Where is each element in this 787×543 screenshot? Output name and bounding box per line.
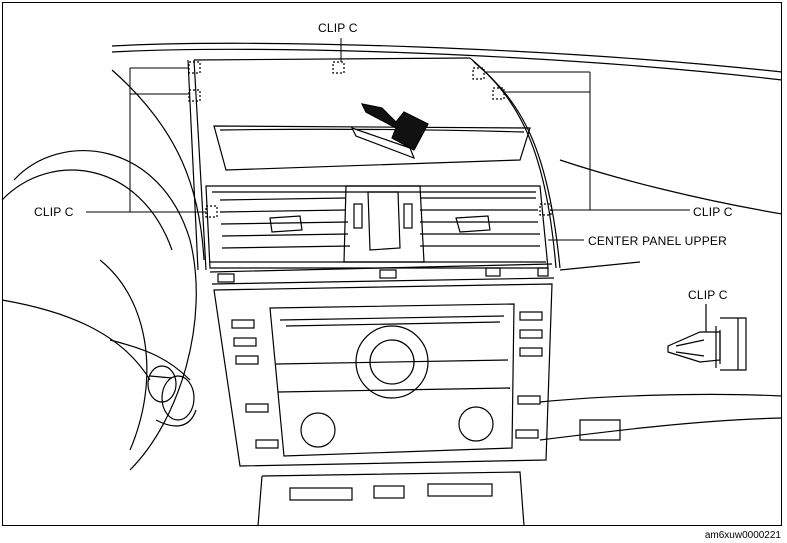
dashboard-outline xyxy=(111,42,783,441)
knob-left xyxy=(147,365,197,427)
audio-unit xyxy=(213,283,553,467)
clip-c-top-label: CLIP C xyxy=(318,21,358,35)
trim-strip xyxy=(209,263,555,285)
center-panel-upper-label: CENTER PANEL UPPER xyxy=(588,234,727,248)
figure-code: am6xuw0000221 xyxy=(704,530,781,541)
figure-frame xyxy=(2,2,782,526)
bottom-switch-panel xyxy=(257,471,525,527)
clip-markers xyxy=(188,61,552,218)
clip-detail xyxy=(667,304,747,371)
steering-wheel xyxy=(1,150,197,471)
clip-c-detail-label: CLIP C xyxy=(688,288,728,302)
removal-arrow xyxy=(350,103,429,160)
clip-c-left-label: CLIP C xyxy=(34,205,74,219)
leader-lines xyxy=(86,38,690,241)
clip-c-right-label: CLIP C xyxy=(693,205,733,219)
